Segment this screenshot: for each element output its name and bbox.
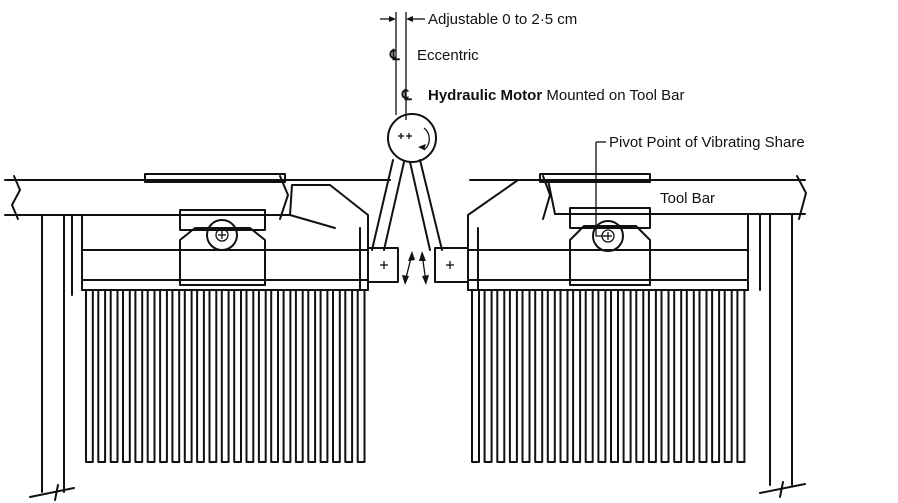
left-post	[29, 214, 75, 501]
left-tine	[270, 289, 280, 463]
left-tine	[294, 289, 304, 463]
eccentric-label: Eccentric	[417, 47, 479, 64]
right-connecting-block	[434, 247, 469, 283]
right-tine	[597, 289, 607, 463]
left-tine	[183, 289, 193, 463]
left-tine	[159, 289, 168, 463]
left-tine	[319, 289, 329, 463]
left-tine	[171, 289, 181, 463]
labels: Adjustable 0 to 2·5 cm ℄ Eccentric ℄ Hyd…	[389, 11, 805, 207]
left-share-frame	[81, 184, 369, 291]
right-tine	[546, 289, 556, 463]
left-tine	[146, 289, 156, 463]
right-tine	[584, 289, 594, 463]
left-tool-bar	[4, 173, 391, 220]
left-tine	[257, 289, 267, 463]
pivot-leader	[595, 141, 606, 237]
motor-label: Hydraulic Motor Mounted on Tool Bar	[428, 87, 685, 104]
vibration-arrows	[402, 251, 429, 285]
left-tines	[85, 289, 366, 463]
left-tine	[282, 289, 292, 463]
left-tine	[344, 289, 354, 463]
right-tines	[471, 289, 746, 463]
connecting-rods	[371, 159, 443, 251]
eccentric-centerline-symbol: ℄	[389, 47, 400, 64]
right-tine	[521, 289, 531, 463]
right-tine	[723, 289, 733, 463]
right-tine	[660, 289, 670, 463]
right-tine	[736, 289, 746, 463]
motor-label-rest: Mounted on Tool Bar	[542, 87, 684, 104]
right-tine	[496, 289, 506, 463]
right-post	[759, 213, 806, 498]
right-tine	[635, 289, 645, 463]
left-connecting-block	[367, 247, 399, 283]
left-tine	[97, 289, 107, 463]
right-pivot-bracket	[569, 207, 651, 286]
right-tine	[698, 289, 708, 463]
left-tine	[208, 289, 218, 463]
adjustable-label: Adjustable 0 to 2·5 cm	[428, 11, 577, 28]
motor-centerline-symbol: ℄	[401, 87, 412, 104]
right-tine	[673, 289, 683, 463]
left-tine	[220, 289, 230, 463]
tool-bar-label: Tool Bar	[660, 190, 715, 207]
left-tine	[109, 289, 119, 463]
right-tine	[508, 289, 518, 463]
left-assembly	[4, 173, 399, 501]
left-tine	[85, 289, 94, 463]
left-tine	[233, 289, 242, 463]
left-tine	[332, 289, 341, 463]
left-pivot-bracket	[179, 209, 266, 286]
right-assembly	[434, 173, 807, 498]
left-tine	[356, 289, 366, 463]
left-tine	[245, 289, 255, 463]
right-tine	[647, 289, 657, 463]
right-tine	[622, 289, 632, 463]
right-tine	[572, 289, 582, 463]
hydraulic-motor	[387, 113, 437, 163]
right-tine	[534, 289, 544, 463]
right-tine	[685, 289, 695, 463]
left-tine	[307, 289, 317, 463]
left-tine	[134, 289, 144, 463]
pivot-label: Pivot Point of Vibrating Share	[609, 134, 805, 151]
left-tine	[196, 289, 205, 463]
motor-label-bold: Hydraulic Motor	[428, 87, 542, 104]
right-tine	[711, 289, 721, 463]
center-drive	[371, 12, 606, 285]
right-tine	[610, 289, 619, 463]
right-tine	[471, 289, 480, 463]
right-tine	[483, 289, 493, 463]
left-tine	[122, 289, 131, 463]
right-tine	[559, 289, 569, 463]
